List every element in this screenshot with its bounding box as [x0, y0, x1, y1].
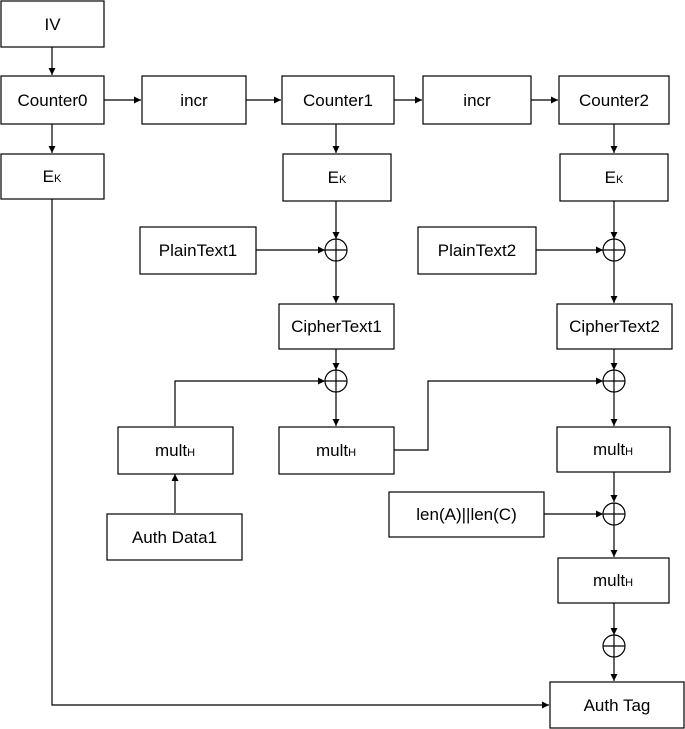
ek-box-2: EK [559, 153, 669, 202]
mult-box-b: multH [278, 426, 395, 475]
ciphertext1-label: CipherText1 [291, 317, 382, 336]
ek-label-1: EK [328, 168, 347, 187]
iv-box: IV [0, 0, 105, 48]
incr-label-2: incr [463, 91, 491, 110]
xor-icon-4 [602, 369, 626, 393]
wire-ek0-authtag [51, 199, 549, 709]
ek-label-2: EK [605, 168, 624, 187]
counter2-box: Counter2 [558, 75, 670, 125]
mult-box-d: multH [557, 557, 670, 604]
xor-icon-5 [602, 502, 626, 526]
mult-label-b: multH [316, 441, 356, 460]
mult-label-d: multH [593, 571, 633, 590]
plaintext1-box: PlainText1 [139, 226, 257, 275]
mult-box-a: multH [117, 426, 234, 475]
xor-icon-1 [324, 238, 348, 262]
ek-box-1: EK [282, 153, 392, 202]
incr-box-2: incr [422, 75, 532, 125]
wire-multb-xor [394, 377, 603, 451]
auth-tag-label: Auth Tag [584, 696, 651, 715]
counter2-label: Counter2 [579, 91, 649, 110]
auth-data1-label: Auth Data1 [132, 528, 217, 547]
wires [48, 47, 618, 709]
ek-label-0: EK [43, 167, 62, 186]
mult-box-c: multH [556, 426, 671, 473]
len-label: len(A)||len(C) [416, 505, 516, 524]
counter1-box: Counter1 [281, 75, 395, 125]
xor-icon-3 [324, 369, 348, 393]
iv-label: IV [44, 15, 61, 34]
plaintext2-box: PlainText2 [417, 226, 537, 275]
wire-multa-xor [174, 377, 325, 426]
incr-label-1: incr [180, 91, 208, 110]
ciphertext1-box: CipherText1 [278, 303, 395, 350]
auth-data1-box: Auth Data1 [106, 513, 243, 561]
len-box: len(A)||len(C) [388, 491, 545, 538]
ciphertext2-box: CipherText2 [556, 303, 673, 350]
ek-box-0: EK [0, 153, 105, 200]
mult-label-c: multH [593, 440, 633, 459]
counter0-label: Counter0 [18, 91, 88, 110]
counter1-label: Counter1 [303, 91, 373, 110]
ciphertext2-label: CipherText2 [569, 317, 660, 336]
plaintext2-label: PlainText2 [438, 241, 516, 260]
xor-icon-2 [602, 238, 626, 262]
incr-box-1: incr [141, 75, 247, 125]
plaintext1-label: PlainText1 [159, 241, 237, 260]
counter0-box: Counter0 [0, 75, 105, 125]
mult-label-a: multH [155, 441, 195, 460]
auth-tag-box: Auth Tag [549, 681, 685, 729]
xor-icon-6 [602, 634, 626, 658]
